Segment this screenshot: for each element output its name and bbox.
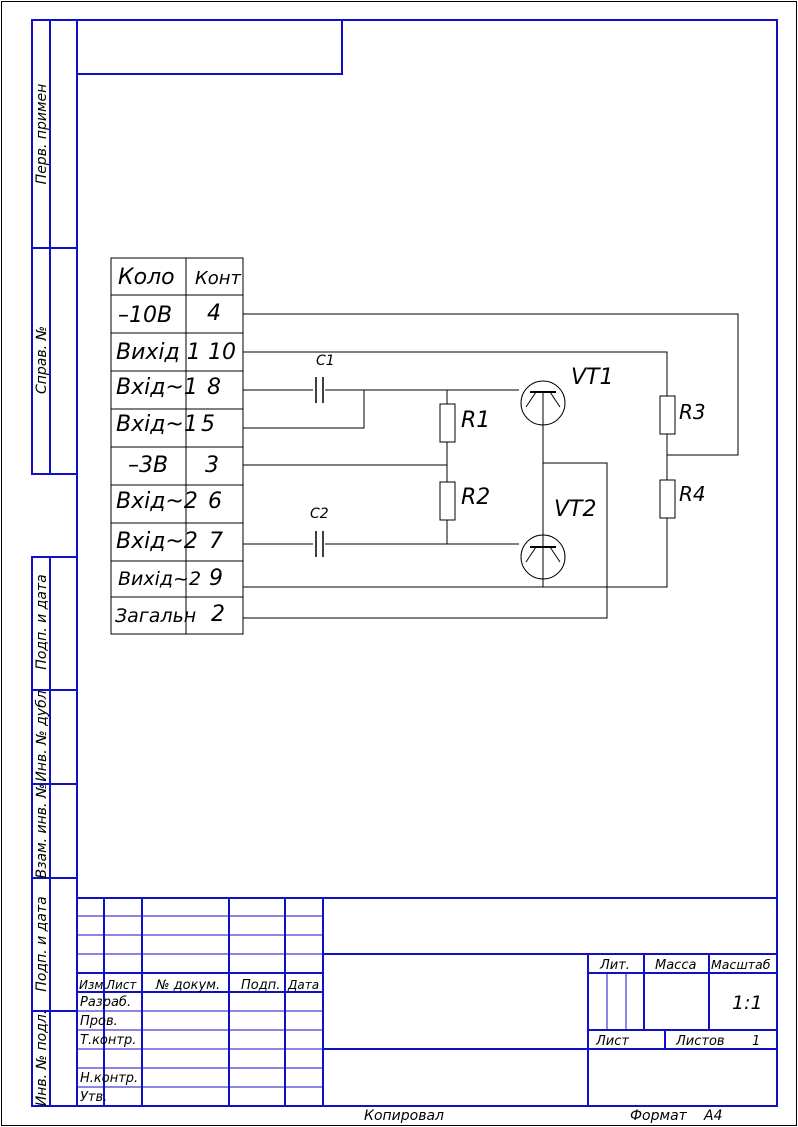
- row-2-contact: 10: [208, 340, 236, 365]
- header-circuit: Коло: [118, 265, 175, 290]
- resistor-r2: [439, 481, 456, 521]
- row-4-circuit: Вхід~1: [116, 412, 198, 437]
- row-7-circuit: Вхід~2: [116, 529, 198, 554]
- row-6-contact: 6: [208, 489, 222, 514]
- label-r2: R2: [461, 485, 490, 510]
- side-label-inv-dubl: Инв. № дубл: [34, 690, 50, 781]
- row-3-contact: 8: [207, 375, 221, 400]
- side-label-sprav-no: Справ. №: [34, 326, 50, 394]
- component-labels: C1 C2 R1 R2 R3 R4 VT1 VT2: [310, 353, 706, 522]
- side-label-inv-podl: Инв. № подл.: [34, 1010, 50, 1107]
- format-value: A4: [703, 1108, 722, 1124]
- schematic-wires: [243, 313, 739, 619]
- label-r4: R4: [679, 482, 706, 506]
- row-prov: Пров.: [80, 1014, 118, 1029]
- resistor-r3: [659, 395, 676, 435]
- row-9-contact: 2: [211, 602, 225, 627]
- col-no-dokum: № докум.: [155, 978, 220, 993]
- label-vt2: VT2: [554, 497, 597, 522]
- lit-label: Лит.: [599, 958, 630, 973]
- row-1-circuit: –10В: [118, 303, 172, 328]
- header-contact: Конт: [195, 268, 242, 289]
- title-block-texts: Изм. Лист № докум. Подп. Дата Разраб. Пр…: [79, 957, 771, 1105]
- resistor-r1: [439, 403, 456, 443]
- connector-table-texts: Коло Конт –10В 4 Вихід 1 10 Вхід~1 8 Вхі…: [115, 265, 242, 627]
- col-izm: Изм.: [79, 978, 107, 992]
- sheets-label: Листов: [675, 1034, 725, 1049]
- capacitor-c2: [315, 531, 324, 557]
- row-4-contact: 5: [201, 412, 215, 437]
- connector-table: [110, 257, 244, 635]
- side-label-vzam-inv: Взам. инв. №: [34, 783, 50, 878]
- scale-value: 1:1: [732, 992, 763, 1014]
- mass-label: Масса: [655, 958, 696, 973]
- left-strip-upper: [31, 19, 78, 475]
- top-left-box: [76, 19, 343, 75]
- sheet-label: Лист: [595, 1034, 629, 1049]
- label-vt1: VT1: [571, 365, 614, 390]
- copied-label: Копировал: [364, 1108, 444, 1124]
- row-1-contact: 4: [207, 301, 221, 326]
- side-labels: Перв. примен Справ. № Подп. и дата Инв. …: [34, 84, 50, 1107]
- capacitor-c1: [315, 377, 324, 403]
- label-c2: C2: [310, 506, 329, 522]
- row-5-circuit: –3В: [128, 453, 168, 478]
- scale-label: Масштаб: [711, 957, 771, 972]
- transistor-vt1: [520, 380, 566, 426]
- row-3-circuit: Вхід~1: [116, 375, 198, 400]
- sheets-value: 1: [752, 1034, 760, 1049]
- left-strip-lower: [31, 556, 78, 1107]
- side-label-perv-primen: Перв. примен: [34, 84, 50, 185]
- side-label-podp-data-2: Подп. и дата: [34, 896, 50, 991]
- footer: Копировал Формат A4: [364, 1108, 722, 1124]
- col-podp: Подп.: [241, 978, 280, 993]
- resistor-r4: [659, 479, 676, 519]
- label-c1: C1: [316, 353, 335, 369]
- row-7-contact: 7: [209, 529, 223, 554]
- row-t-kontr: Т.контр.: [80, 1033, 136, 1048]
- row-n-kontr: Н.контр.: [80, 1071, 138, 1086]
- format-label: Формат: [630, 1108, 688, 1124]
- label-r3: R3: [679, 400, 706, 424]
- side-label-podp-data-1: Подп. и дата: [34, 574, 50, 669]
- main-frame: [76, 19, 778, 1107]
- row-2-circuit: Вихід 1: [116, 340, 201, 365]
- label-r1: R1: [461, 408, 490, 433]
- row-6-circuit: Вхід~2: [116, 489, 198, 514]
- col-data: Дата: [287, 978, 319, 992]
- row-8-contact: 9: [209, 566, 223, 591]
- row-razrab: Разраб.: [80, 995, 131, 1010]
- row-8-circuit: Вихід~2: [118, 568, 201, 590]
- title-block: [77, 897, 777, 1106]
- row-5-contact: 3: [205, 453, 219, 478]
- col-list: Лист: [105, 978, 137, 992]
- row-utv: Утв.: [80, 1090, 107, 1105]
- row-9-circuit: Загальн: [115, 605, 196, 627]
- transistor-vt2: [520, 534, 566, 580]
